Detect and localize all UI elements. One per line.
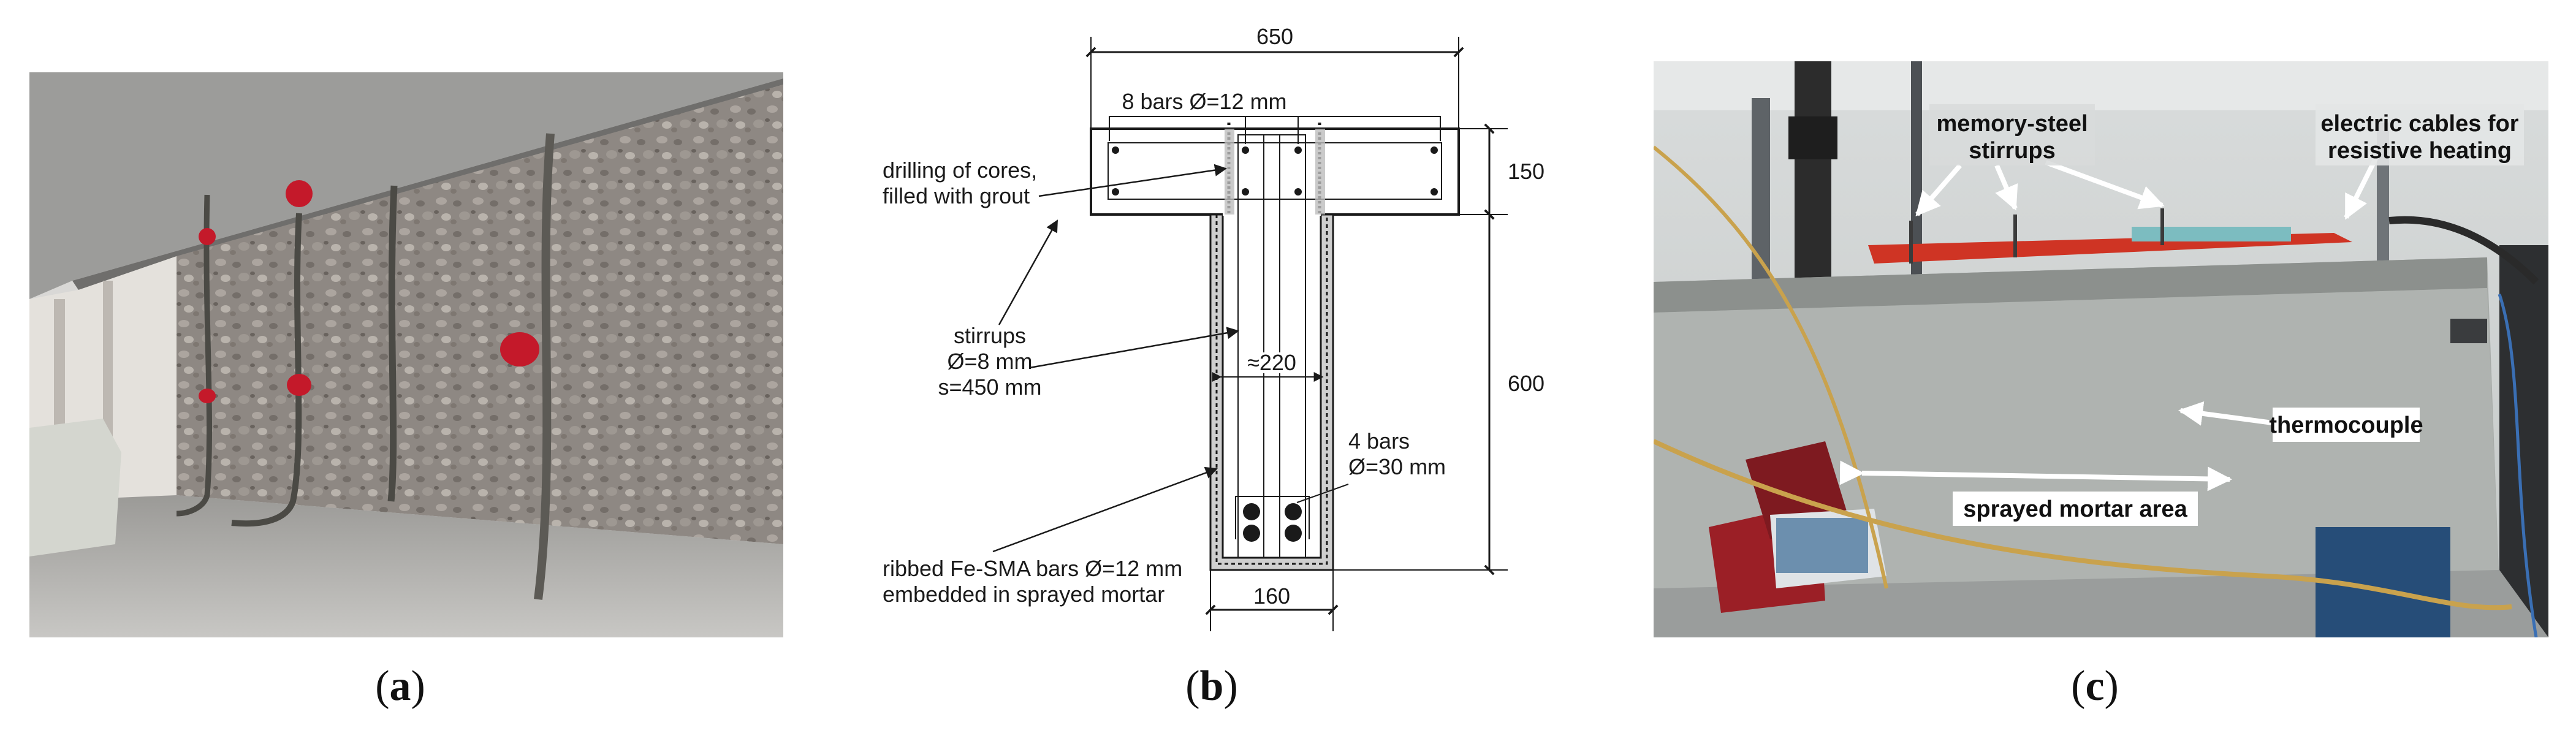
dim-220-label: ≈220 (1247, 350, 1296, 375)
lab-photo: memory-steel stirrups electric cables fo… (1654, 61, 2548, 637)
sma-label-line1: ribbed Fe-SMA bars Ø=12 mm (883, 556, 1182, 581)
top-bars-label: 8 bars Ø=12 mm (1122, 89, 1286, 114)
stirrups-label-line3: s=450 mm (938, 374, 1041, 400)
caption-a: (a) (375, 663, 425, 710)
bottom-bars (1243, 503, 1302, 542)
sma-bar (1215, 215, 1328, 565)
memory-steel-label-line1: memory-steel (1936, 111, 2088, 137)
thermocouple-label: thermocouple (2269, 412, 2423, 438)
cables-label-line2: resistive heating (2328, 138, 2512, 164)
dim-650-label: 650 (1256, 24, 1293, 49)
sprayed-mortar-label: sprayed mortar area (1963, 496, 2187, 522)
anchor-cap (286, 180, 313, 207)
photo-panel-a (29, 72, 783, 637)
bottom-bars-label-line1: 4 bars (1348, 428, 1410, 454)
cables-label-line1: electric cables for (2320, 111, 2518, 137)
wall-photo (29, 72, 783, 637)
dim-160-label: 160 (1253, 583, 1290, 609)
dim-150-label: 150 (1508, 159, 1544, 184)
caption-b: (b) (1185, 663, 1238, 710)
top-bars (1112, 146, 1438, 196)
bottom-bars-label-line2: Ø=30 mm (1348, 454, 1446, 479)
dim-600-label: 600 (1508, 371, 1544, 396)
cores-label-line2: filled with grout (883, 183, 1030, 208)
sma-label-line2: embedded in sprayed mortar (883, 582, 1165, 607)
drawing-panel-b: 650 8 bars Ø=12 mm (870, 12, 1643, 644)
stirrups-label-line2: Ø=8 mm (947, 349, 1032, 374)
photo-panel-c: memory-steel stirrups electric cables fo… (1654, 61, 2548, 637)
cores-label-line1: drilling of cores, (883, 158, 1037, 183)
caption-c: (c) (2071, 663, 2119, 710)
stirrups-label-line1: stirrups (954, 323, 1026, 348)
memory-steel-label-line2: stirrups (1969, 138, 2055, 164)
cross-section-diagram: 650 8 bars Ø=12 mm (883, 24, 1544, 631)
sprayed-mortar-shell (1209, 213, 1334, 571)
flange-outline (1090, 127, 1460, 216)
